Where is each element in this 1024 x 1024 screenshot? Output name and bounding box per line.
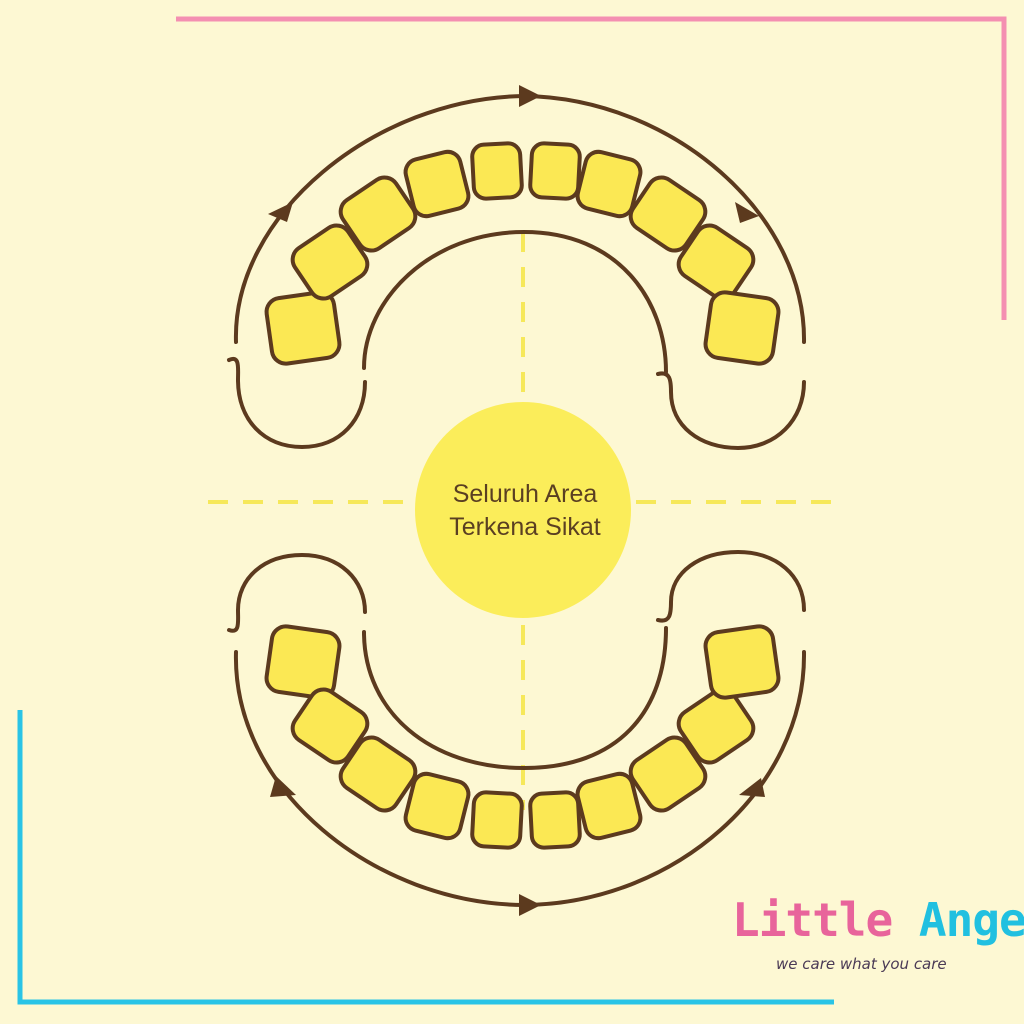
arrowhead-icon xyxy=(519,85,541,107)
tooth-icon xyxy=(265,291,342,366)
tooth-icon xyxy=(403,149,471,219)
center-label: Seluruh Area Terkena Sikat xyxy=(418,478,632,544)
tooth-icon xyxy=(530,792,581,848)
center-label-line2: Terkena Sikat xyxy=(418,511,632,544)
tooth-icon xyxy=(265,625,342,700)
brand-logo: Little Angel xyxy=(732,893,1004,947)
brand-word-1: Little xyxy=(732,893,892,947)
tooth-icon xyxy=(704,625,781,700)
tooth-icon xyxy=(530,143,581,199)
upper-teeth xyxy=(265,143,781,366)
arrowhead-icon xyxy=(739,778,765,797)
arrowhead-icon xyxy=(735,202,759,223)
center-label-line1: Seluruh Area xyxy=(418,478,632,511)
arrowhead-icon xyxy=(268,202,293,222)
brand-tagline: we care what you care xyxy=(776,955,976,973)
tooth-icon xyxy=(472,143,523,199)
arrowhead-icon xyxy=(519,894,541,916)
brand-word-2: Angel xyxy=(919,893,1024,947)
tooth-icon xyxy=(704,291,781,366)
tooth-icon xyxy=(403,771,471,841)
tooth-icon xyxy=(472,792,523,848)
